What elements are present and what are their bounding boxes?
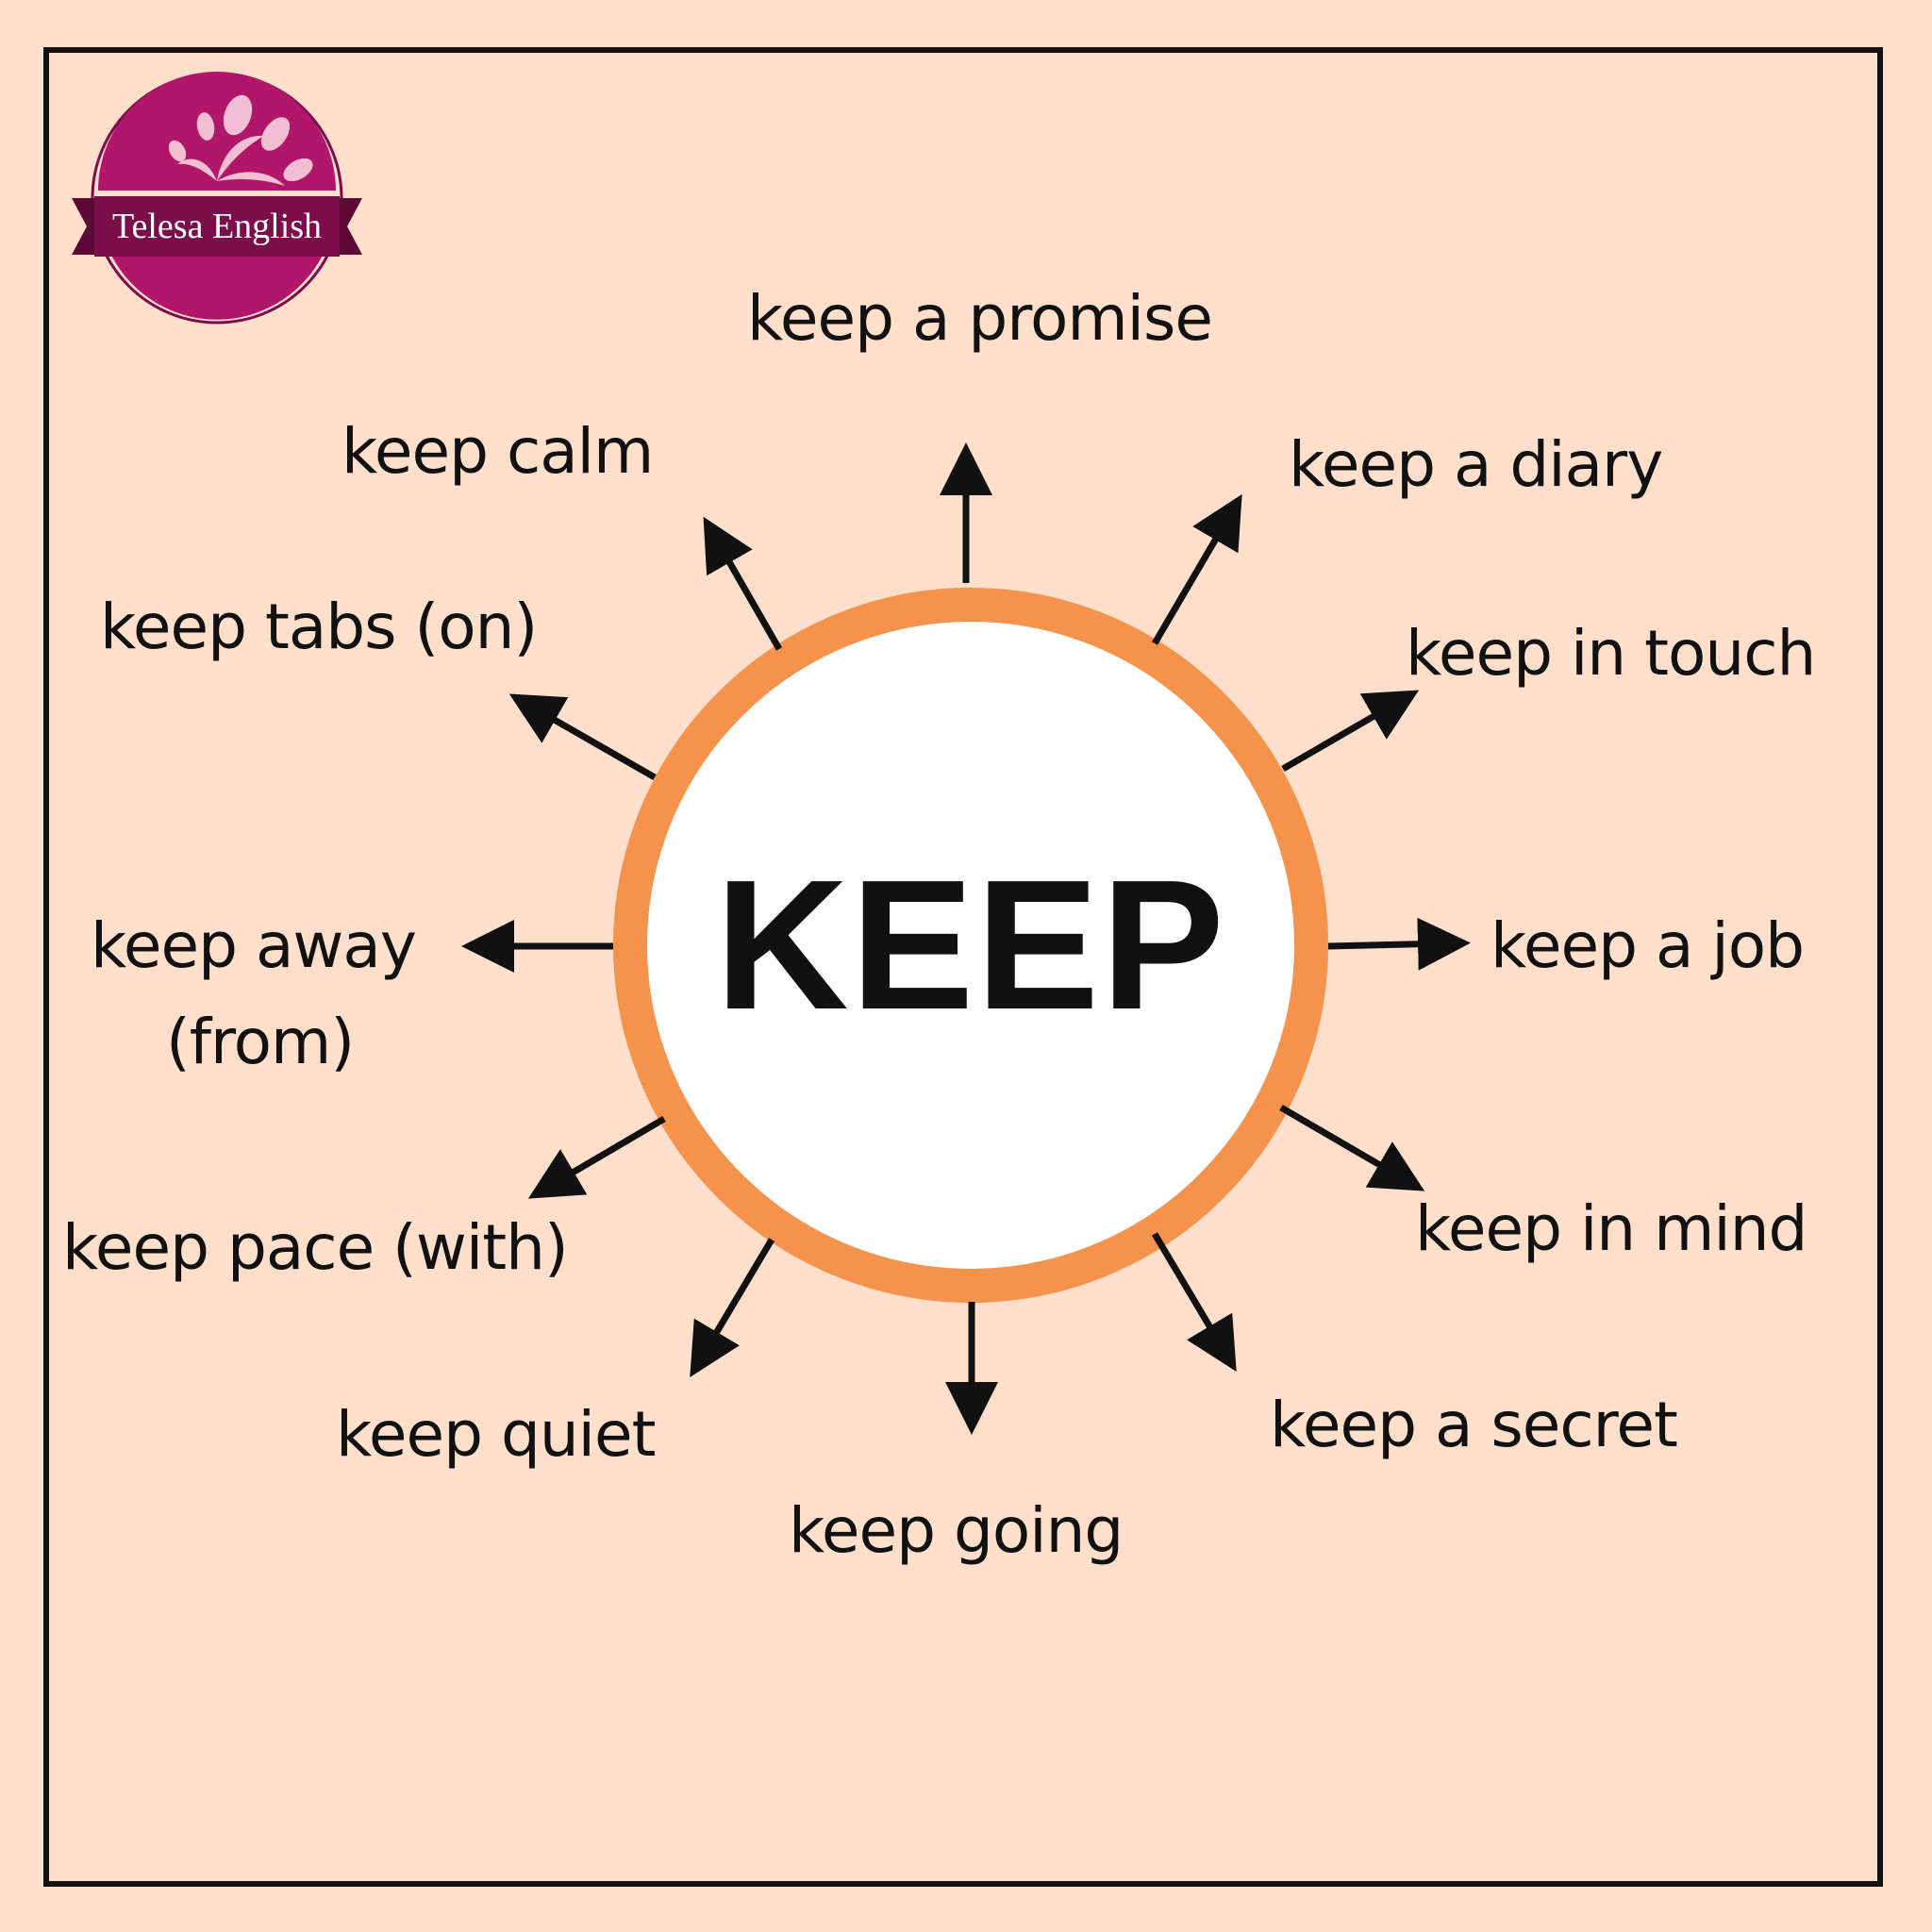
phrase-keep-quiet: keep quiet [336, 1398, 656, 1471]
arrow-mind [1279, 1104, 1425, 1191]
phrase-keep-away-line1: keep away [91, 909, 417, 982]
phrase-keep-pace-with: keep pace (with) [62, 1211, 569, 1284]
phrase-keep-in-touch: keep in touch [1406, 617, 1816, 690]
center-word: KEEP [715, 841, 1226, 1048]
phrase-keep-a-diary: keep a diary [1289, 428, 1663, 501]
telesa-english-logo: Telesa English [72, 72, 362, 325]
arrow-tabs [508, 693, 657, 781]
logo-text: Telesa English [112, 207, 322, 246]
phrase-keep-tabs-on: keep tabs (on) [100, 591, 538, 663]
center-circle [613, 588, 1328, 1303]
phrase-keep-a-promise: keep a promise [747, 282, 1213, 355]
arrow-touch [1281, 690, 1420, 773]
arrow-pace [527, 1115, 666, 1199]
phrase-keep-calm: keep calm [341, 415, 654, 488]
phrase-keep-away-line2: (from) [166, 1006, 355, 1078]
arrow-job [1327, 917, 1471, 971]
phrase-keep-going: keep going [789, 1494, 1124, 1567]
phrase-keep-a-job: keep a job [1491, 909, 1805, 982]
phrase-keep-a-secret: keep a secret [1270, 1389, 1678, 1461]
arrow-quiet [690, 1238, 775, 1378]
diagram-frame [43, 47, 1883, 1887]
arrow-diary [1151, 493, 1242, 645]
arrow-secret [1151, 1232, 1237, 1373]
arrow-calm [703, 516, 783, 651]
phrase-keep-in-mind: keep in mind [1415, 1192, 1807, 1265]
